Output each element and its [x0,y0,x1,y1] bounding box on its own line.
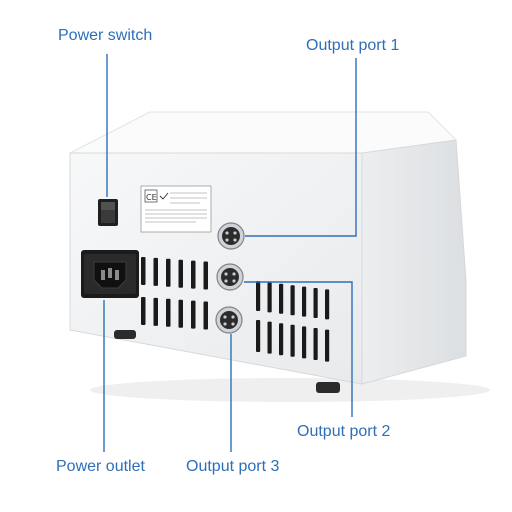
label-output-port-1: Output port 1 [306,37,400,54]
vent-slot [325,329,330,362]
output-port-3[interactable] [215,306,243,334]
leader-lines [103,54,357,452]
vent-slot [290,285,295,316]
vent-slot [203,301,208,330]
vent-slot [178,299,183,328]
vent-slot [166,298,171,327]
vent-slot [313,288,318,318]
vent-slot [279,283,284,314]
vent-slot [267,321,272,354]
vent-slot [267,282,272,313]
vent-slot [166,258,171,287]
vent-slot [153,297,158,326]
vent-slot [203,261,208,290]
output-port-1[interactable] [217,222,245,250]
housing-side [361,139,467,385]
vent-slot [141,257,146,285]
label-power-switch: Power switch [58,27,153,44]
vent-slot [313,328,318,360]
leader-output-port-1 [245,58,357,237]
label-output-port-2: Output port 2 [297,423,391,440]
housing-top [69,111,457,154]
vent-slot [153,257,158,286]
output-port-2[interactable] [216,263,244,291]
label-power-outlet: Power outlet [56,458,145,475]
vent-slot [256,281,261,311]
floor-shadow [90,378,490,402]
power-outlet[interactable] [81,250,139,298]
vent-slot [191,260,196,289]
power-switch[interactable] [98,199,118,226]
leader-output-port-2 [244,281,353,417]
vent-slot [302,326,307,359]
foot [114,330,136,339]
vent-slot [191,300,196,329]
check-mark-icon [159,192,169,200]
label-output-port-3: Output port 3 [186,458,280,475]
foot [316,382,340,393]
ce-mark-icon: CE [146,193,157,202]
vent-slot [141,297,146,325]
rating-sticker: CE [140,185,212,233]
vent-slot [256,320,261,352]
vent-slot [279,323,284,356]
vent-slot [178,259,183,288]
vent-grilles [141,257,330,362]
vent-slot [302,286,307,317]
vent-slot [325,289,330,320]
vent-slot [290,324,295,357]
